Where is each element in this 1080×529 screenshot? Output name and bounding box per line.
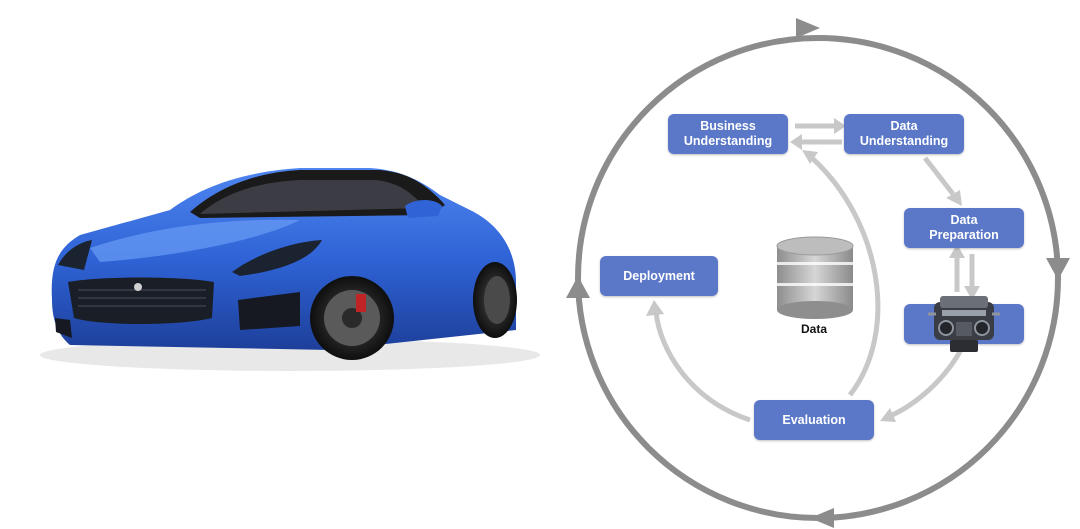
data-preparation-line2: Preparation [929,228,999,242]
deployment-label: Deployment [623,268,695,283]
evaluation-label: Evaluation [782,412,846,427]
outer-cycle-ring [566,18,1070,528]
data-understanding-box: Data Understanding [844,114,964,154]
engine-image [928,296,1000,352]
business-understanding-box: Business Understanding [668,114,788,154]
inner-flow-arrows [653,123,975,423]
data-understanding-line1: Data [890,119,918,133]
database-label: Data [801,322,828,336]
data-preparation-box: Data Preparation [904,208,1024,248]
business-understanding-line1: Business [700,119,756,133]
database-icon [776,236,854,319]
business-understanding-line2: Understanding [683,134,773,148]
inner-arrowheads [646,118,980,422]
data-understanding-line2: Understanding [859,134,949,148]
deployment-box: Deployment [600,256,718,296]
evaluation-box: Evaluation [754,400,874,440]
sports-car-image [40,168,540,371]
data-preparation-line1: Data [950,213,978,227]
